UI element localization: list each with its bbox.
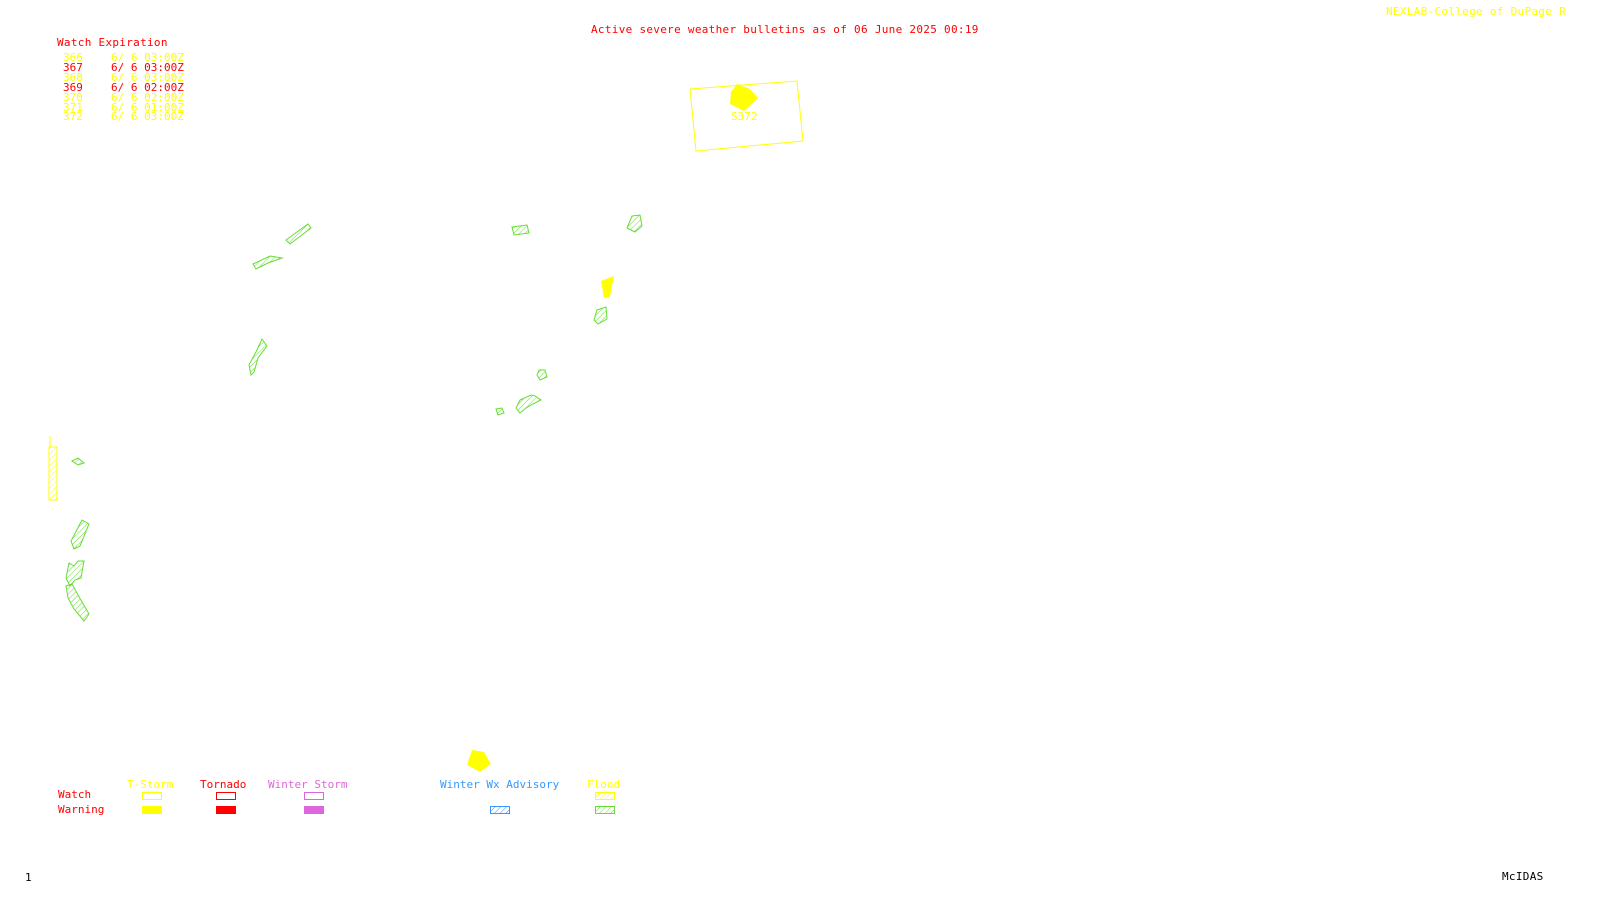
watch-number: 366 bbox=[63, 51, 83, 64]
flood-warning-polygon bbox=[626, 214, 643, 233]
watch-number: 371 bbox=[63, 101, 83, 114]
flood-warning-polygon bbox=[252, 255, 284, 270]
legend-flood-watch-swatch bbox=[595, 792, 615, 800]
tstorm-warning-polygon bbox=[730, 84, 758, 111]
flood-warning-polygon bbox=[495, 407, 505, 416]
watch-expire-time: 6/ 6 02:00Z bbox=[111, 81, 184, 94]
watch-number: 372 bbox=[63, 110, 83, 123]
tstorm-warning-polygon bbox=[601, 276, 614, 298]
watch-expire-time: 6/ 6 03:00Z bbox=[111, 51, 184, 64]
frame-number: 1 bbox=[25, 871, 32, 884]
legend-winter-storm-watch-swatch bbox=[304, 792, 324, 800]
watch-expiration-row: 372 6/ 6 03:00Z bbox=[63, 110, 184, 123]
watch-number: 367 bbox=[63, 61, 83, 74]
legend-tstorm-label: T-Storm bbox=[127, 778, 174, 791]
flood-warning-polygon bbox=[65, 583, 90, 622]
watch-number: 370 bbox=[63, 91, 83, 104]
watch-expiration-heading: Watch Expiration bbox=[57, 36, 168, 49]
watch-number: 369 bbox=[63, 81, 83, 94]
watch-expiration-row: 371 6/ 6 01:00Z bbox=[63, 101, 184, 114]
legend-row-warning: Warning bbox=[58, 803, 105, 816]
watch-box-label: S372 bbox=[731, 110, 758, 123]
flood-watch-area bbox=[48, 446, 58, 501]
watch-expiration-row: 368 6/ 6 03:00Z bbox=[63, 71, 184, 84]
watch-expiration-row: 369 6/ 6 02:00Z bbox=[63, 81, 184, 94]
legend-winter-storm-warning-swatch bbox=[304, 806, 324, 814]
flood-warning-polygon bbox=[593, 306, 608, 325]
bulletin-title: Active severe weather bulletins as of 06… bbox=[591, 23, 979, 36]
flood-warning-polygon bbox=[515, 394, 542, 414]
watch-expire-time: 6/ 6 01:00Z bbox=[111, 101, 184, 114]
flood-warning-polygon bbox=[65, 560, 85, 587]
legend-tstorm-warning-swatch bbox=[142, 806, 162, 814]
flood-warning-polygon bbox=[285, 223, 312, 245]
watch-expiration-row: 370 6/ 6 02:00Z bbox=[63, 91, 184, 104]
legend-tornado-warning-swatch bbox=[216, 806, 236, 814]
legend-flood-label: Flood bbox=[587, 778, 621, 791]
flood-warning-polygon bbox=[536, 369, 548, 381]
flood-warning-polygon bbox=[511, 224, 530, 236]
watch-expiration-row: 366 6/ 6 03:00Z bbox=[63, 51, 184, 64]
watch-expire-time: 6/ 6 03:00Z bbox=[111, 71, 184, 84]
software-label: McIDAS bbox=[1502, 870, 1544, 883]
watch-number: 368 bbox=[63, 71, 83, 84]
legend-winter-advisory-swatch bbox=[490, 806, 510, 814]
watch-expire-time: 6/ 6 03:00Z bbox=[111, 110, 184, 123]
flood-warning-polygon bbox=[248, 338, 268, 377]
legend-row-watch: Watch bbox=[58, 788, 92, 801]
watch-expire-time: 6/ 6 02:00Z bbox=[111, 91, 184, 104]
flood-warning-polygon bbox=[70, 519, 90, 550]
tstorm-warning-polygon bbox=[467, 750, 491, 772]
legend-winter-storm-label: Winter Storm bbox=[268, 778, 348, 791]
legend-flood-warning-swatch bbox=[595, 806, 615, 814]
flood-warning-polygon bbox=[71, 457, 86, 466]
legend-tornado-label: Tornado bbox=[200, 778, 247, 791]
credit-label: NEXLAB-College of DuPage R bbox=[1386, 5, 1566, 18]
legend-tstorm-watch-swatch bbox=[142, 792, 162, 800]
legend-winter-advisory-label: Winter Wx Advisory bbox=[440, 778, 560, 791]
watch-box-s372 bbox=[689, 80, 804, 152]
watch-expiration-row: 367 6/ 6 03:00Z bbox=[63, 61, 184, 74]
legend-tornado-watch-swatch bbox=[216, 792, 236, 800]
watch-expire-time: 6/ 6 03:00Z bbox=[111, 61, 184, 74]
